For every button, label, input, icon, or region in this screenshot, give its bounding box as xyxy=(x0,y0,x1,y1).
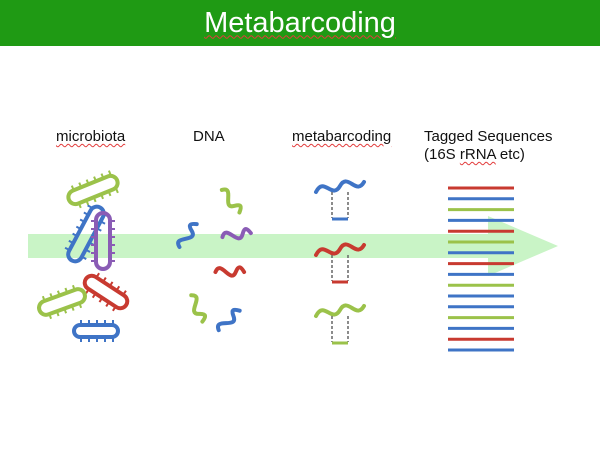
diagram-title: Metabarcoding xyxy=(204,6,396,39)
tagged-sequences xyxy=(448,186,514,352)
amplicon-green xyxy=(314,303,366,345)
label-tagged-line1: Tagged Sequences xyxy=(424,128,553,145)
amplicon-blue xyxy=(314,179,366,221)
bacteria-green-bottom xyxy=(37,284,87,320)
dna-blue-left xyxy=(176,221,199,249)
dna-green-bottom xyxy=(189,293,208,324)
title-banner: Metabarcoding xyxy=(0,0,600,46)
bacteria-green-top xyxy=(66,170,120,209)
dna-red xyxy=(213,265,247,278)
dna-blue-bottom xyxy=(216,307,242,333)
label-microbiota-text: microbiota xyxy=(56,128,126,145)
bacteria-red xyxy=(82,272,130,312)
bacteria-blue-bottom xyxy=(72,320,120,342)
label-metabarcoding: metabarcoding xyxy=(292,128,391,146)
label-tagged-line2: (16S rRNA etc) xyxy=(424,146,525,163)
label-microbiota: microbiota xyxy=(56,128,125,146)
dna-green-top xyxy=(219,187,243,215)
label-tagged-sequences: Tagged Sequences (16S rRNA etc) xyxy=(424,128,552,164)
dna-purple xyxy=(220,227,253,241)
label-dna: DNA xyxy=(193,128,225,145)
bacteria-blue-diagonal xyxy=(64,204,110,264)
flow-arrow xyxy=(28,216,558,276)
bacteria-purple-vertical xyxy=(91,211,115,271)
label-rrna: rRNA xyxy=(459,146,496,163)
amplicon-red xyxy=(314,242,366,284)
label-metabarcoding-text: metabarcoding xyxy=(292,128,392,145)
